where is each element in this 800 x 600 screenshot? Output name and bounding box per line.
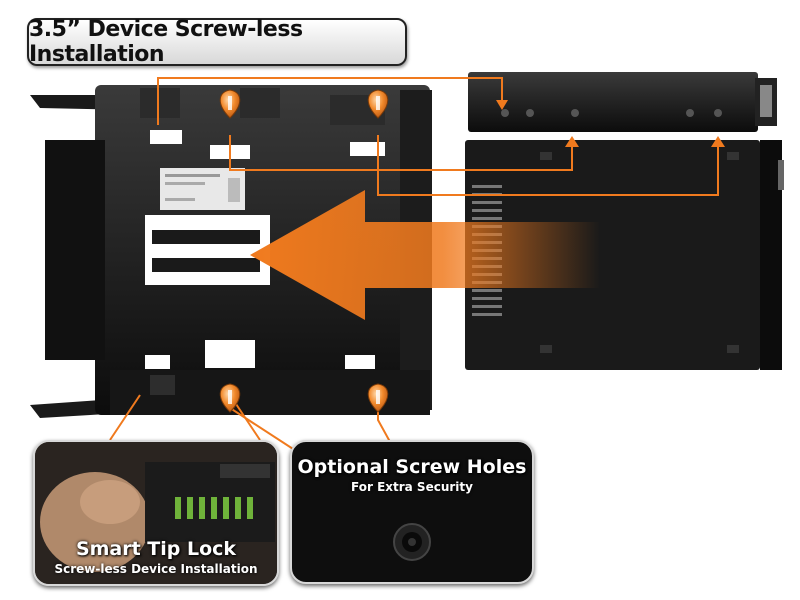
tip-lock-photo [35,442,277,584]
screw-holes-subtitle: For Extra Security [351,480,473,494]
screw-pin-icon [219,383,241,413]
screw-holes-title: Optional Screw Holes [297,456,527,478]
bracket-window [145,215,270,285]
tip-lock-subtitle: Screw-less Device Installation [54,562,258,576]
screw-pin-icon [219,89,241,119]
bracket-front-bezel [45,140,105,360]
screw-pin-icon [367,89,389,119]
screw-hole-closeup [393,523,431,561]
screw-holes-callout: Optional Screw Holes For Extra Security [290,440,534,584]
tip-lock-title: Smart Tip Lock [75,538,237,560]
screw-pin-icon [367,383,389,413]
title-badge: 3.5” Device Screw-less Installation [27,17,407,67]
hard-drive-side [468,72,777,132]
connector-lines [109,77,719,461]
insert-arrow-icon [250,190,600,320]
page-title: 3.5” Device Screw-less Installation [29,17,303,67]
tip-lock-callout: Smart Tip Lock Screw-less Device Install… [33,440,279,586]
